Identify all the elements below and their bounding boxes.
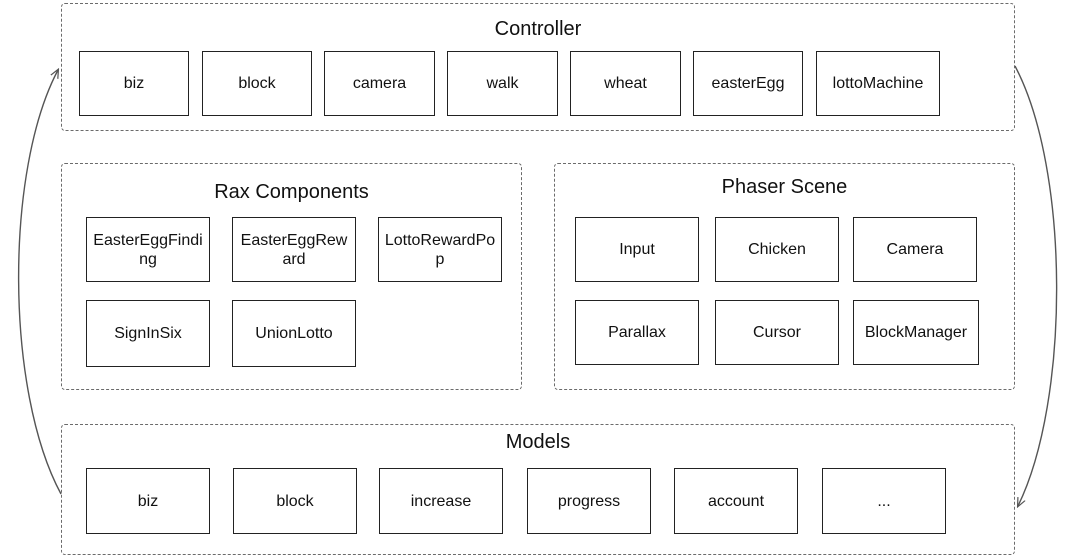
rax-item-lottorewardpop: LottoRewardPop	[378, 217, 502, 282]
controller-item-block: block	[202, 51, 312, 116]
models-item-progress: progress	[527, 468, 651, 534]
controller-item-wheat: wheat	[570, 51, 681, 116]
controller-item-biz: biz	[79, 51, 189, 116]
controller-item-eastereggs: easterEgg	[693, 51, 803, 116]
phaser-scene-title: Phaser Scene	[721, 176, 848, 198]
models-item-ellipsis: ...	[822, 468, 946, 534]
arrow-models-to-controller	[17, 70, 62, 495]
models-title: Models	[505, 431, 571, 453]
phaser-item-chicken: Chicken	[715, 217, 839, 282]
controller-item-lottomachine: lottoMachine	[816, 51, 940, 116]
phaser-item-parallax: Parallax	[575, 300, 699, 365]
models-item-biz: biz	[86, 468, 210, 534]
phaser-item-blockmanager: BlockManager	[853, 300, 979, 365]
controller-item-camera: camera	[324, 51, 435, 116]
controller-title: Controller	[494, 18, 582, 40]
rax-item-signinsix: SignInSix	[86, 300, 210, 367]
rax-components-title: Rax Components	[214, 181, 369, 203]
rax-item-eastereggreward: EasterEggReward	[232, 217, 356, 282]
arrow-controller-to-models	[1014, 65, 1058, 506]
phaser-item-camera: Camera	[853, 217, 977, 282]
models-item-block: block	[233, 468, 357, 534]
rax-item-eastereggfinding: EasterEggFinding	[86, 217, 210, 282]
models-item-increase: increase	[379, 468, 503, 534]
controller-item-walk: walk	[447, 51, 558, 116]
rax-item-unionlotto: UnionLotto	[232, 300, 356, 367]
models-item-account: account	[674, 468, 798, 534]
phaser-item-input: Input	[575, 217, 699, 282]
phaser-item-cursor: Cursor	[715, 300, 839, 365]
